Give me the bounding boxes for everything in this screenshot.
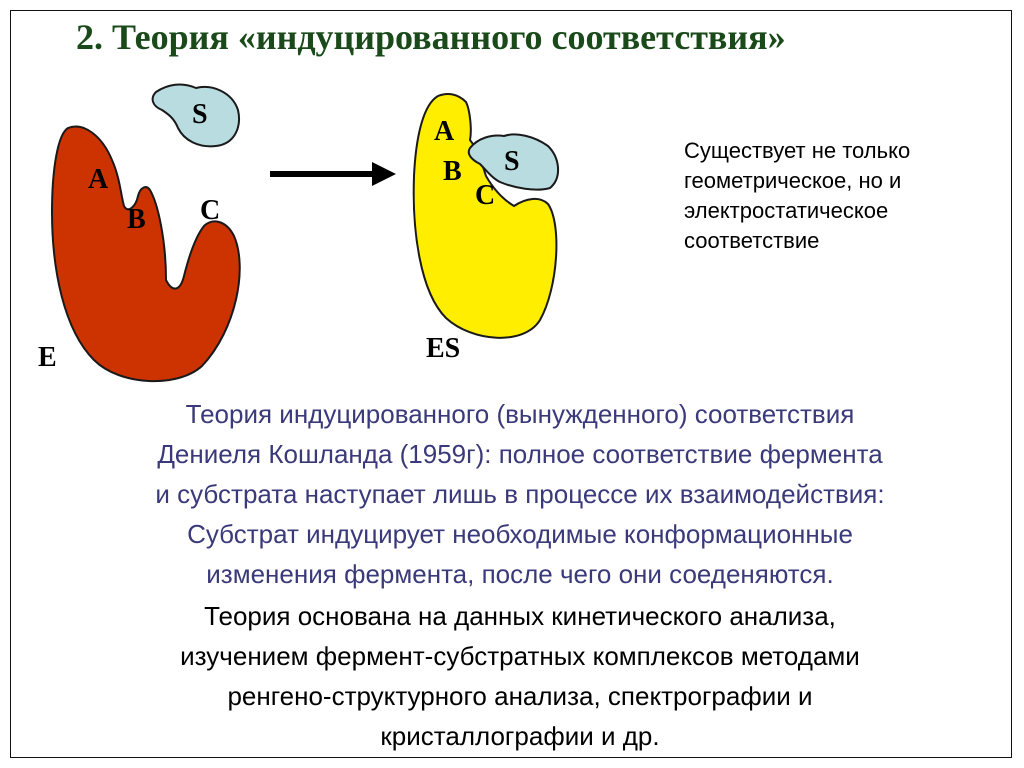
slide-frame [10, 10, 1012, 758]
side-note-line: соответствие [684, 228, 820, 253]
substrate-shape [151, 83, 240, 148]
paragraph-line: Теория основана на данных кинетического … [204, 601, 836, 631]
side-note: Существует не только геометрическое, но … [684, 136, 1004, 256]
side-note-line: электростатическое [684, 198, 889, 223]
paragraph-line: изучением фермент-субстратных комплексов… [180, 641, 860, 671]
induced-fit-diagram: S A B C E A B C S ES [38, 83, 559, 382]
paragraph-line: Теория индуцированного (вынужденного) со… [185, 399, 855, 429]
evidence-paragraph: Теория основана на данных кинетического … [40, 596, 1000, 756]
paragraph-line: ренгено-структурного анализа, спектрогра… [227, 681, 813, 711]
enzyme-label: E [38, 342, 57, 373]
complex-substrate-shape [467, 133, 559, 191]
enzyme-shape [50, 125, 241, 382]
paragraph-line: Субстрат индуцирует необходимые конформа… [187, 519, 853, 549]
substrate-label: S [192, 99, 208, 130]
side-note-line: Существует не только [684, 138, 911, 163]
paragraph-line: кристаллографии и др. [380, 721, 660, 751]
complex-site-b-label: B [443, 156, 462, 187]
complex-site-a-label: A [434, 116, 455, 147]
arrow-head [372, 162, 396, 186]
enzyme-site-c-label: C [200, 195, 220, 226]
slide-title: 2. Теория «индуцированного соответствия» [76, 17, 786, 57]
paragraph-line: и субстрата наступает лишь в процессе их… [155, 479, 885, 509]
side-note-line: геометрическое, но и [684, 168, 902, 193]
enzyme-site-b-label: B [127, 204, 146, 235]
koshland-theory-paragraph: Теория индуцированного (вынужденного) со… [30, 394, 1010, 594]
complex-label: ES [426, 333, 460, 364]
complex-enzyme-shape [412, 93, 558, 339]
paragraph-line: Дениеля Кошланда (1959г): полное соответ… [157, 439, 883, 469]
paragraph-line: изменения фермента, после чего они соеде… [206, 559, 834, 589]
complex-site-c-label: C [475, 180, 495, 211]
complex-substrate-label: S [504, 146, 520, 177]
enzyme-site-a-label: A [88, 164, 109, 195]
